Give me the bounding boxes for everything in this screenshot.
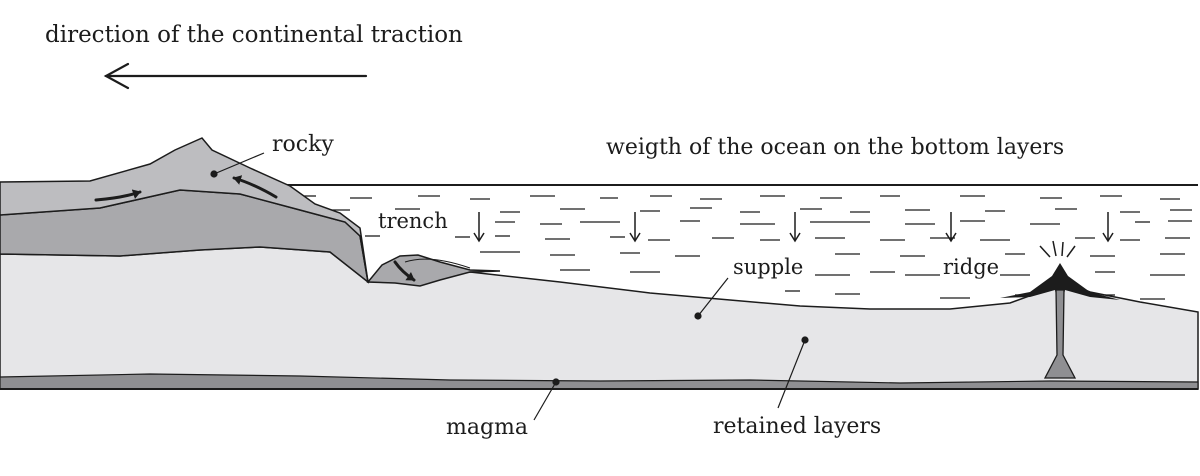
down-arrow-icons bbox=[474, 212, 1113, 241]
left-arrow-icon bbox=[106, 64, 366, 88]
down-arrow-icon bbox=[946, 212, 956, 241]
ridge-eruption-icon bbox=[1040, 241, 1075, 257]
label-retained-layers: retained layers bbox=[713, 416, 881, 438]
down-arrow-icon bbox=[790, 212, 800, 241]
down-arrow-icon bbox=[630, 212, 640, 241]
label-ocean-weight: weigth of the ocean on the bottom layers bbox=[606, 137, 1064, 159]
label-supple: supple bbox=[733, 257, 803, 278]
diagram-title: direction of the continental traction bbox=[45, 24, 463, 47]
mantle-retained-layers bbox=[0, 247, 1198, 389]
label-magma: magma bbox=[446, 417, 528, 439]
label-trench: trench bbox=[378, 211, 448, 232]
down-arrow-icon bbox=[1103, 212, 1113, 241]
down-arrow-icon bbox=[474, 212, 484, 241]
label-ridge: ridge bbox=[943, 257, 999, 278]
label-rocky: rocky bbox=[272, 134, 334, 156]
